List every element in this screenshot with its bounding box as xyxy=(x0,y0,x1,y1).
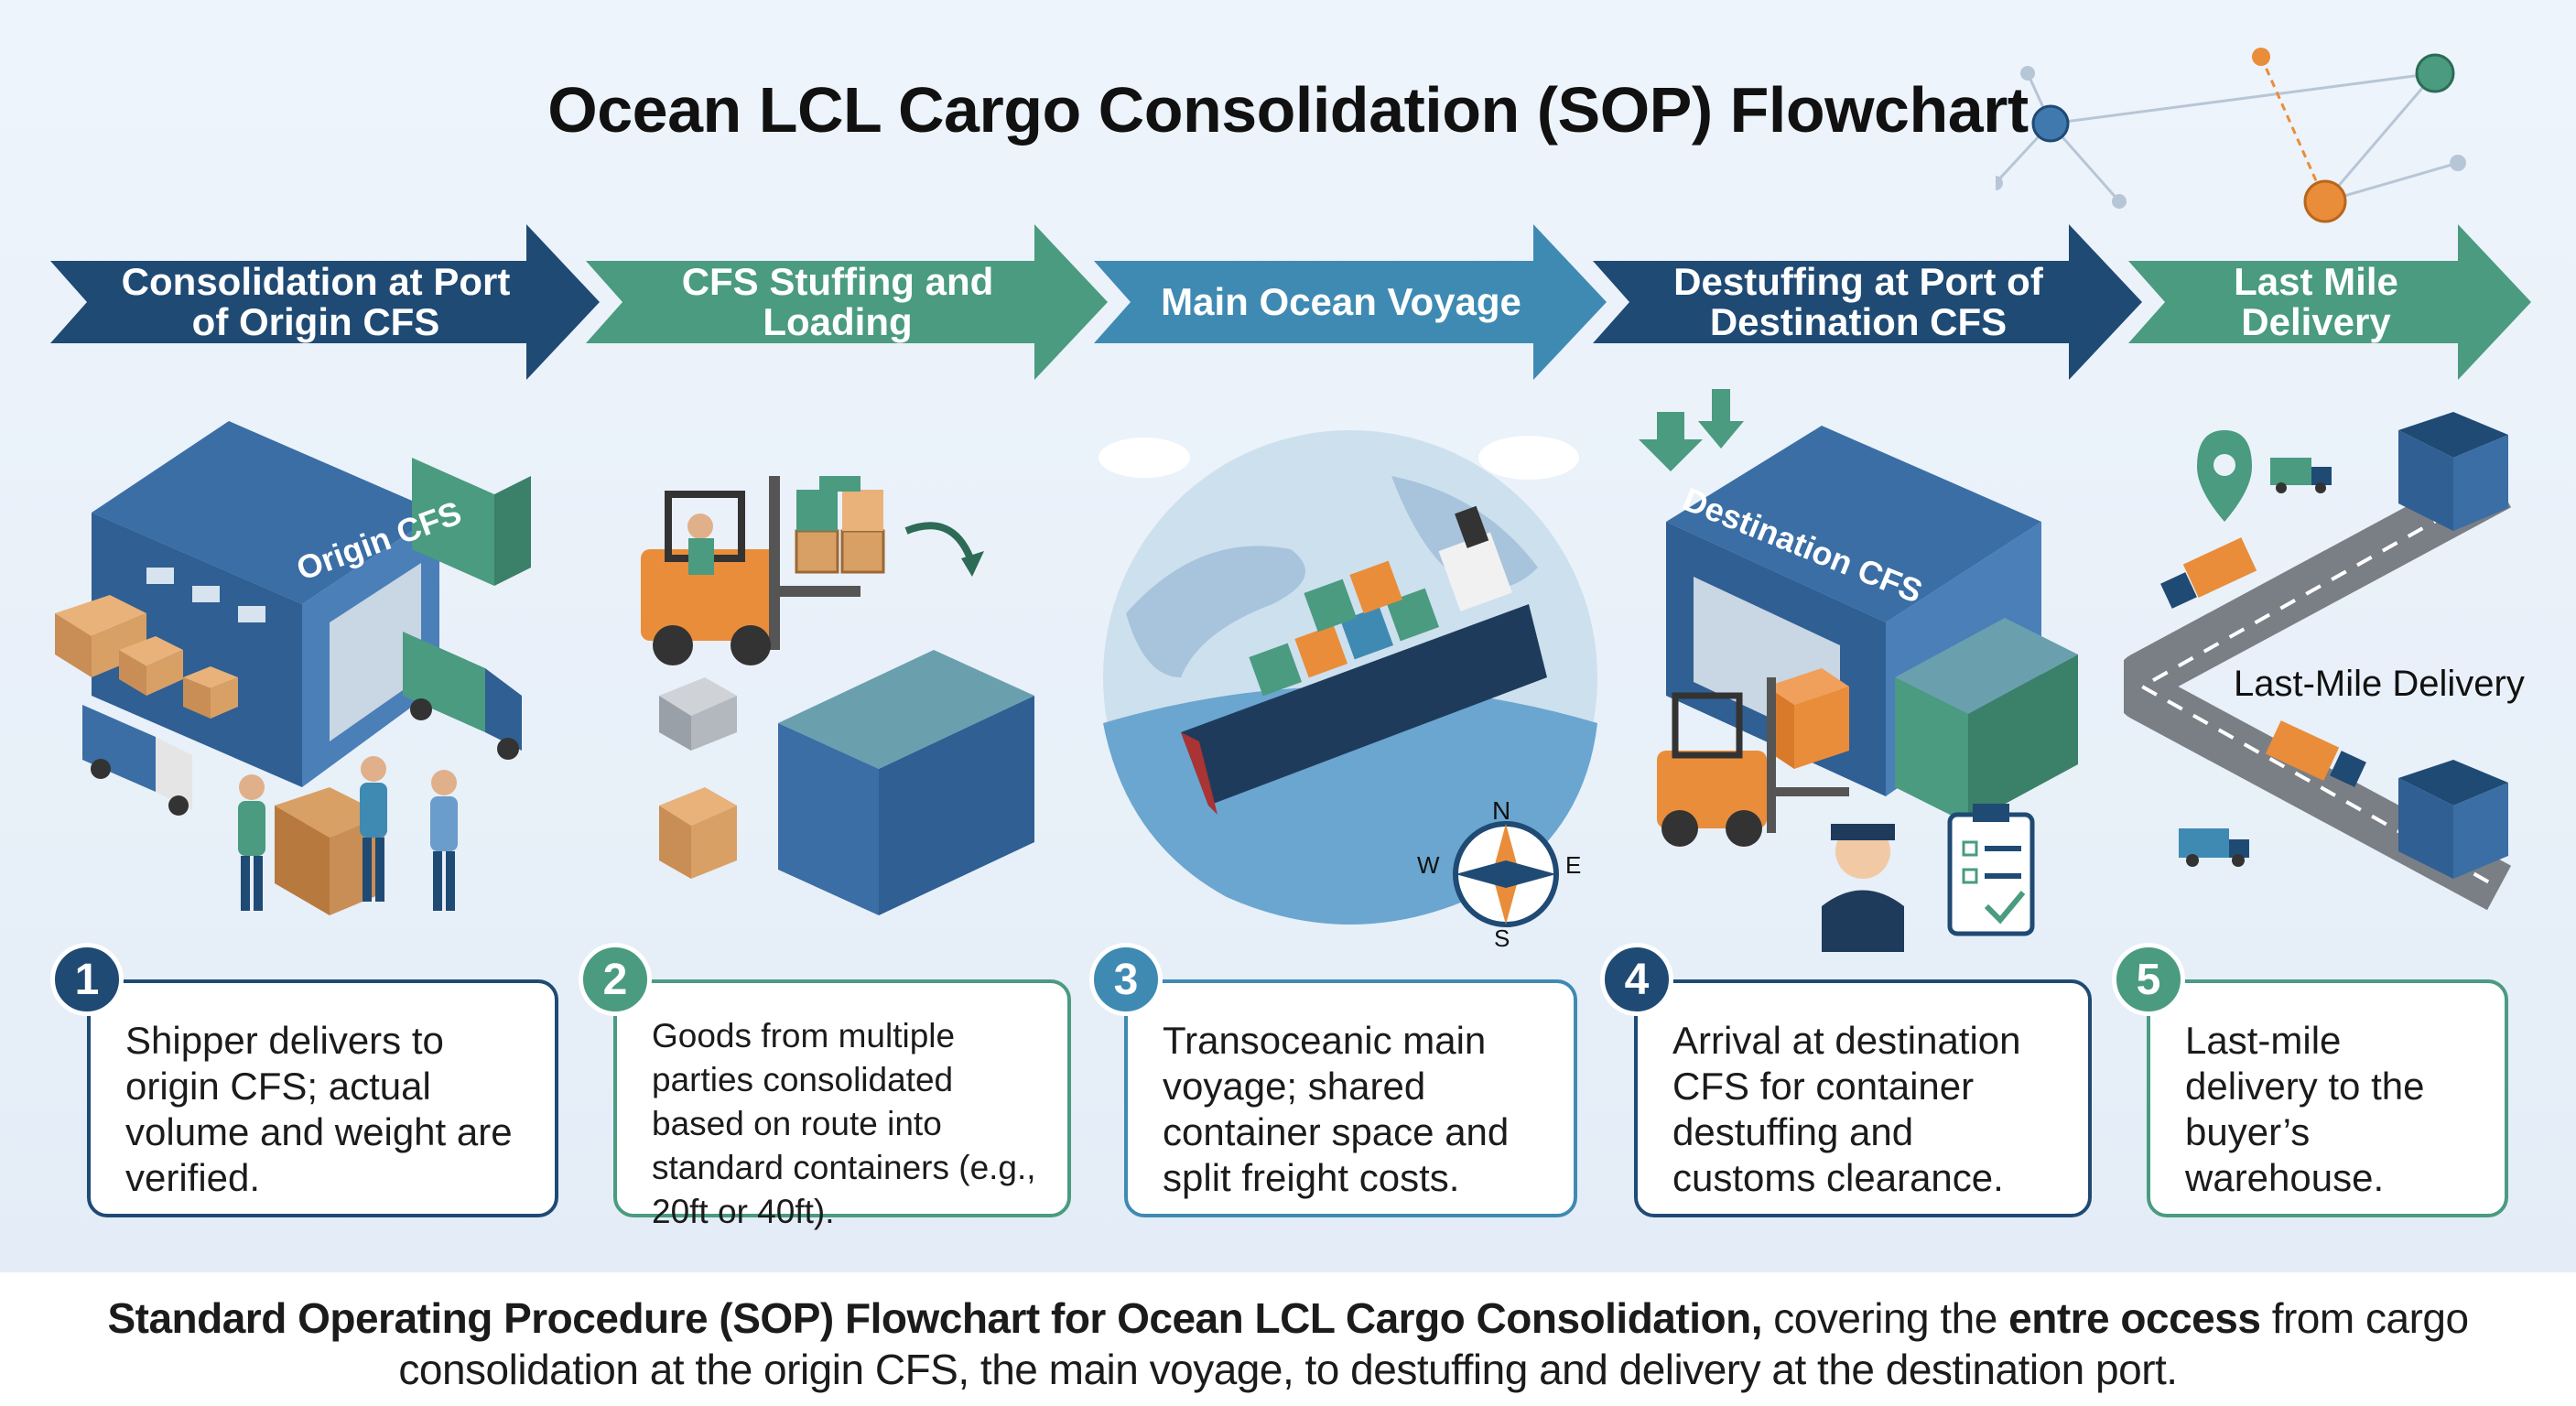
caption-bold-2: entre occess xyxy=(2008,1294,2261,1342)
step-5-badge: 5 xyxy=(2112,943,2185,1016)
banner-label-5: Last Mile Delivery xyxy=(2234,260,2398,343)
step-4-description: Arrival at destination CFS for container… xyxy=(1634,979,2092,1217)
caption-line-2: consolidation at the origin CFS, the mai… xyxy=(398,1346,2178,1393)
banner-step-1: Consolidation at Port of Origin CFS xyxy=(50,224,600,380)
banner-step-3: Main Ocean Voyage xyxy=(1094,224,1607,380)
step-3-description: Transoceanic main voyage; shared contain… xyxy=(1124,979,1577,1217)
caption: Standard Operating Procedure (SOP) Flowc… xyxy=(0,1272,2576,1406)
caption-bold-1: Standard Operating Procedure (SOP) Flowc… xyxy=(107,1294,1762,1342)
banner-step-2: CFS Stuffing and Loading xyxy=(586,224,1108,380)
step-5-description: Last-mile delivery to the buyer’s wareho… xyxy=(2147,979,2508,1217)
caption-text-1: covering the xyxy=(1761,1294,2009,1342)
destination-cfs-illustration xyxy=(1639,389,2078,952)
banner-step-4: Destuffing at Port of Destination CFS xyxy=(1593,224,2142,380)
last-mile-illustration xyxy=(2124,412,2512,911)
compass-n: N xyxy=(1492,796,1511,825)
step-3-badge: 3 xyxy=(1089,943,1163,1016)
banner-label-2: CFS Stuffing and Loading xyxy=(681,260,994,343)
caption-line-1: Standard Operating Procedure (SOP) Flowc… xyxy=(0,1292,2576,1344)
step-2-badge: 2 xyxy=(579,943,652,1016)
step-1-badge: 1 xyxy=(50,943,124,1016)
ocean-voyage-illustration xyxy=(1099,430,1597,927)
compass-s: S xyxy=(1494,925,1510,952)
banner-step-5: Last Mile Delivery xyxy=(2128,224,2531,380)
caption-text-2: from cargo xyxy=(2260,1294,2469,1342)
banner-label-3: Main Ocean Voyage xyxy=(1161,280,1521,323)
origin-cfs-illustration xyxy=(55,421,531,915)
banner-label-1: Consolidation at Port of Origin CFS xyxy=(121,260,511,343)
step-4-badge: 4 xyxy=(1600,943,1673,1016)
banner-label-4: Destuffing at Port of Destination CFS xyxy=(1673,260,2043,343)
compass-w: W xyxy=(1417,851,1440,879)
step-1-description: Shipper delivers to origin CFS; actual v… xyxy=(87,979,558,1217)
stuffing-illustration xyxy=(641,476,1034,915)
network-graphic xyxy=(1996,48,2466,223)
page-title: Ocean LCL Cargo Consolidation (SOP) Flow… xyxy=(547,74,2029,146)
last-mile-label: Last-Mile Delivery xyxy=(2234,664,2525,704)
compass-e: E xyxy=(1565,851,1582,879)
step-2-description: Goods from multiple parties consolidated… xyxy=(613,979,1071,1230)
